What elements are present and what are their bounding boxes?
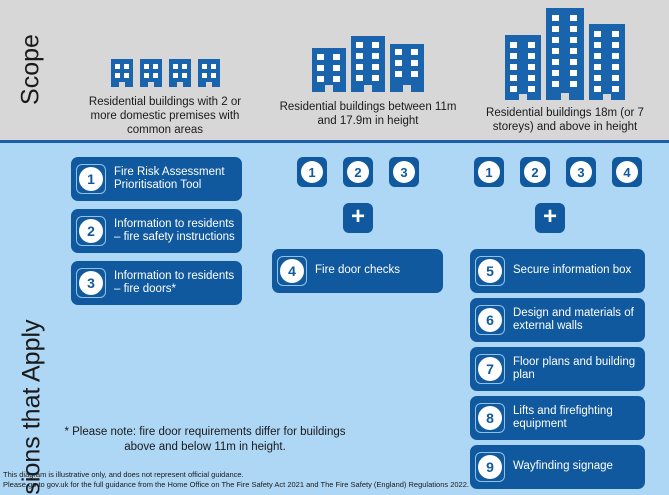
provision-card-6-label: Design and materials of external walls [513,306,634,333]
provision-card-9[interactable]: 9 Wayfinding signage [470,445,645,489]
footer-line-1: This diagram is illustrative only, and d… [3,470,244,479]
building-icon [197,59,220,87]
building-icon [589,24,625,100]
three-high-rise-buildings-icon [470,8,660,100]
plus-icon: + [350,202,365,230]
provisions-area: Provisions that Apply 1 Fire Risk Assess… [0,143,669,495]
provision-badge-6: 6 [475,305,505,335]
provision-badge-2: 2 [76,216,106,246]
building-icon [312,48,346,92]
provision-badge-3: 3 [76,268,106,298]
scope-column-small-residential: Residential buildings with 2 or more dom… [80,55,250,137]
provision-card-2[interactable]: 2 Information to residents – fire safety… [71,209,242,253]
scope-caption-high-rise: Residential buildings 18m (or 7 storeys)… [486,107,644,133]
provision-badge-5: 5 [475,256,505,286]
provision-chip-mid-3[interactable]: 3 [389,157,419,187]
building-icon [546,8,584,100]
three-mid-rise-buildings-icon [278,36,458,92]
provision-badge-8: 8 [475,403,505,433]
four-small-buildings-icon [80,55,250,87]
provision-card-2-label: Information to residents – fire safety i… [114,217,235,244]
provision-badge-9: 9 [475,452,505,482]
building-icon [390,44,424,92]
provision-card-9-label: Wayfinding signage [513,460,613,473]
provision-chip-high-4[interactable]: 4 [612,157,642,187]
scope-band-label: Scope [16,34,45,105]
provision-card-1-label: Fire Risk Assessment Prioritisation Tool [114,165,225,192]
plus-chip-high: + [535,203,565,233]
provision-chip-high-1[interactable]: 1 [474,157,504,187]
scope-caption-mid-rise: Residential buildings between 11m and 17… [279,101,457,127]
provision-chip-high-2[interactable]: 2 [520,157,550,187]
plus-chip-mid: + [343,203,373,233]
scope-column-high-rise: Residential buildings 18m (or 7 storeys)… [470,8,660,134]
provision-chip-mid-1[interactable]: 1 [297,157,327,187]
provision-chip-high-3[interactable]: 3 [566,157,596,187]
provision-badge-1: 1 [76,164,106,194]
provision-chip-mid-2[interactable]: 2 [343,157,373,187]
plus-icon: + [542,202,557,230]
building-icon [505,35,541,100]
provision-card-8-label: Lifts and firefighting equipment [513,404,613,431]
provision-card-3-label: Information to residents – fire doors* [114,269,235,296]
fire-door-footnote: * Please note: fire door requirements di… [64,426,346,453]
scope-column-mid-rise: Residential buildings between 11m and 17… [278,36,458,128]
provision-badge-4: 4 [277,256,307,286]
footer-disclaimer: This diagram is illustrative only, and d… [3,470,523,490]
provision-card-7-label: Floor plans and building plan [513,355,636,382]
building-icon [168,59,191,87]
building-icon [139,59,162,87]
provision-card-4-label: Fire door checks [315,264,401,277]
scope-band: Scope [0,0,669,143]
provisions-band-label: Provisions that Apply [17,319,46,495]
provision-card-7[interactable]: 7 Floor plans and building plan [470,347,645,391]
provision-badge-7: 7 [475,354,505,384]
provision-card-8[interactable]: 8 Lifts and firefighting equipment [470,396,645,440]
provision-card-4[interactable]: 4 Fire door checks [272,249,443,293]
scope-caption-small-residential: Residential buildings with 2 or more dom… [88,96,242,136]
building-icon [351,36,385,92]
provision-card-6[interactable]: 6 Design and materials of external walls [470,298,645,342]
provision-card-3[interactable]: 3 Information to residents – fire doors* [71,261,242,305]
provision-card-5-label: Secure information box [513,264,632,277]
building-icon [110,59,133,87]
provision-card-5[interactable]: 5 Secure information box [470,249,645,293]
footer-line-2: Please go to gov.uk for the full guidanc… [3,480,469,489]
provision-card-1[interactable]: 1 Fire Risk Assessment Prioritisation To… [71,157,242,201]
